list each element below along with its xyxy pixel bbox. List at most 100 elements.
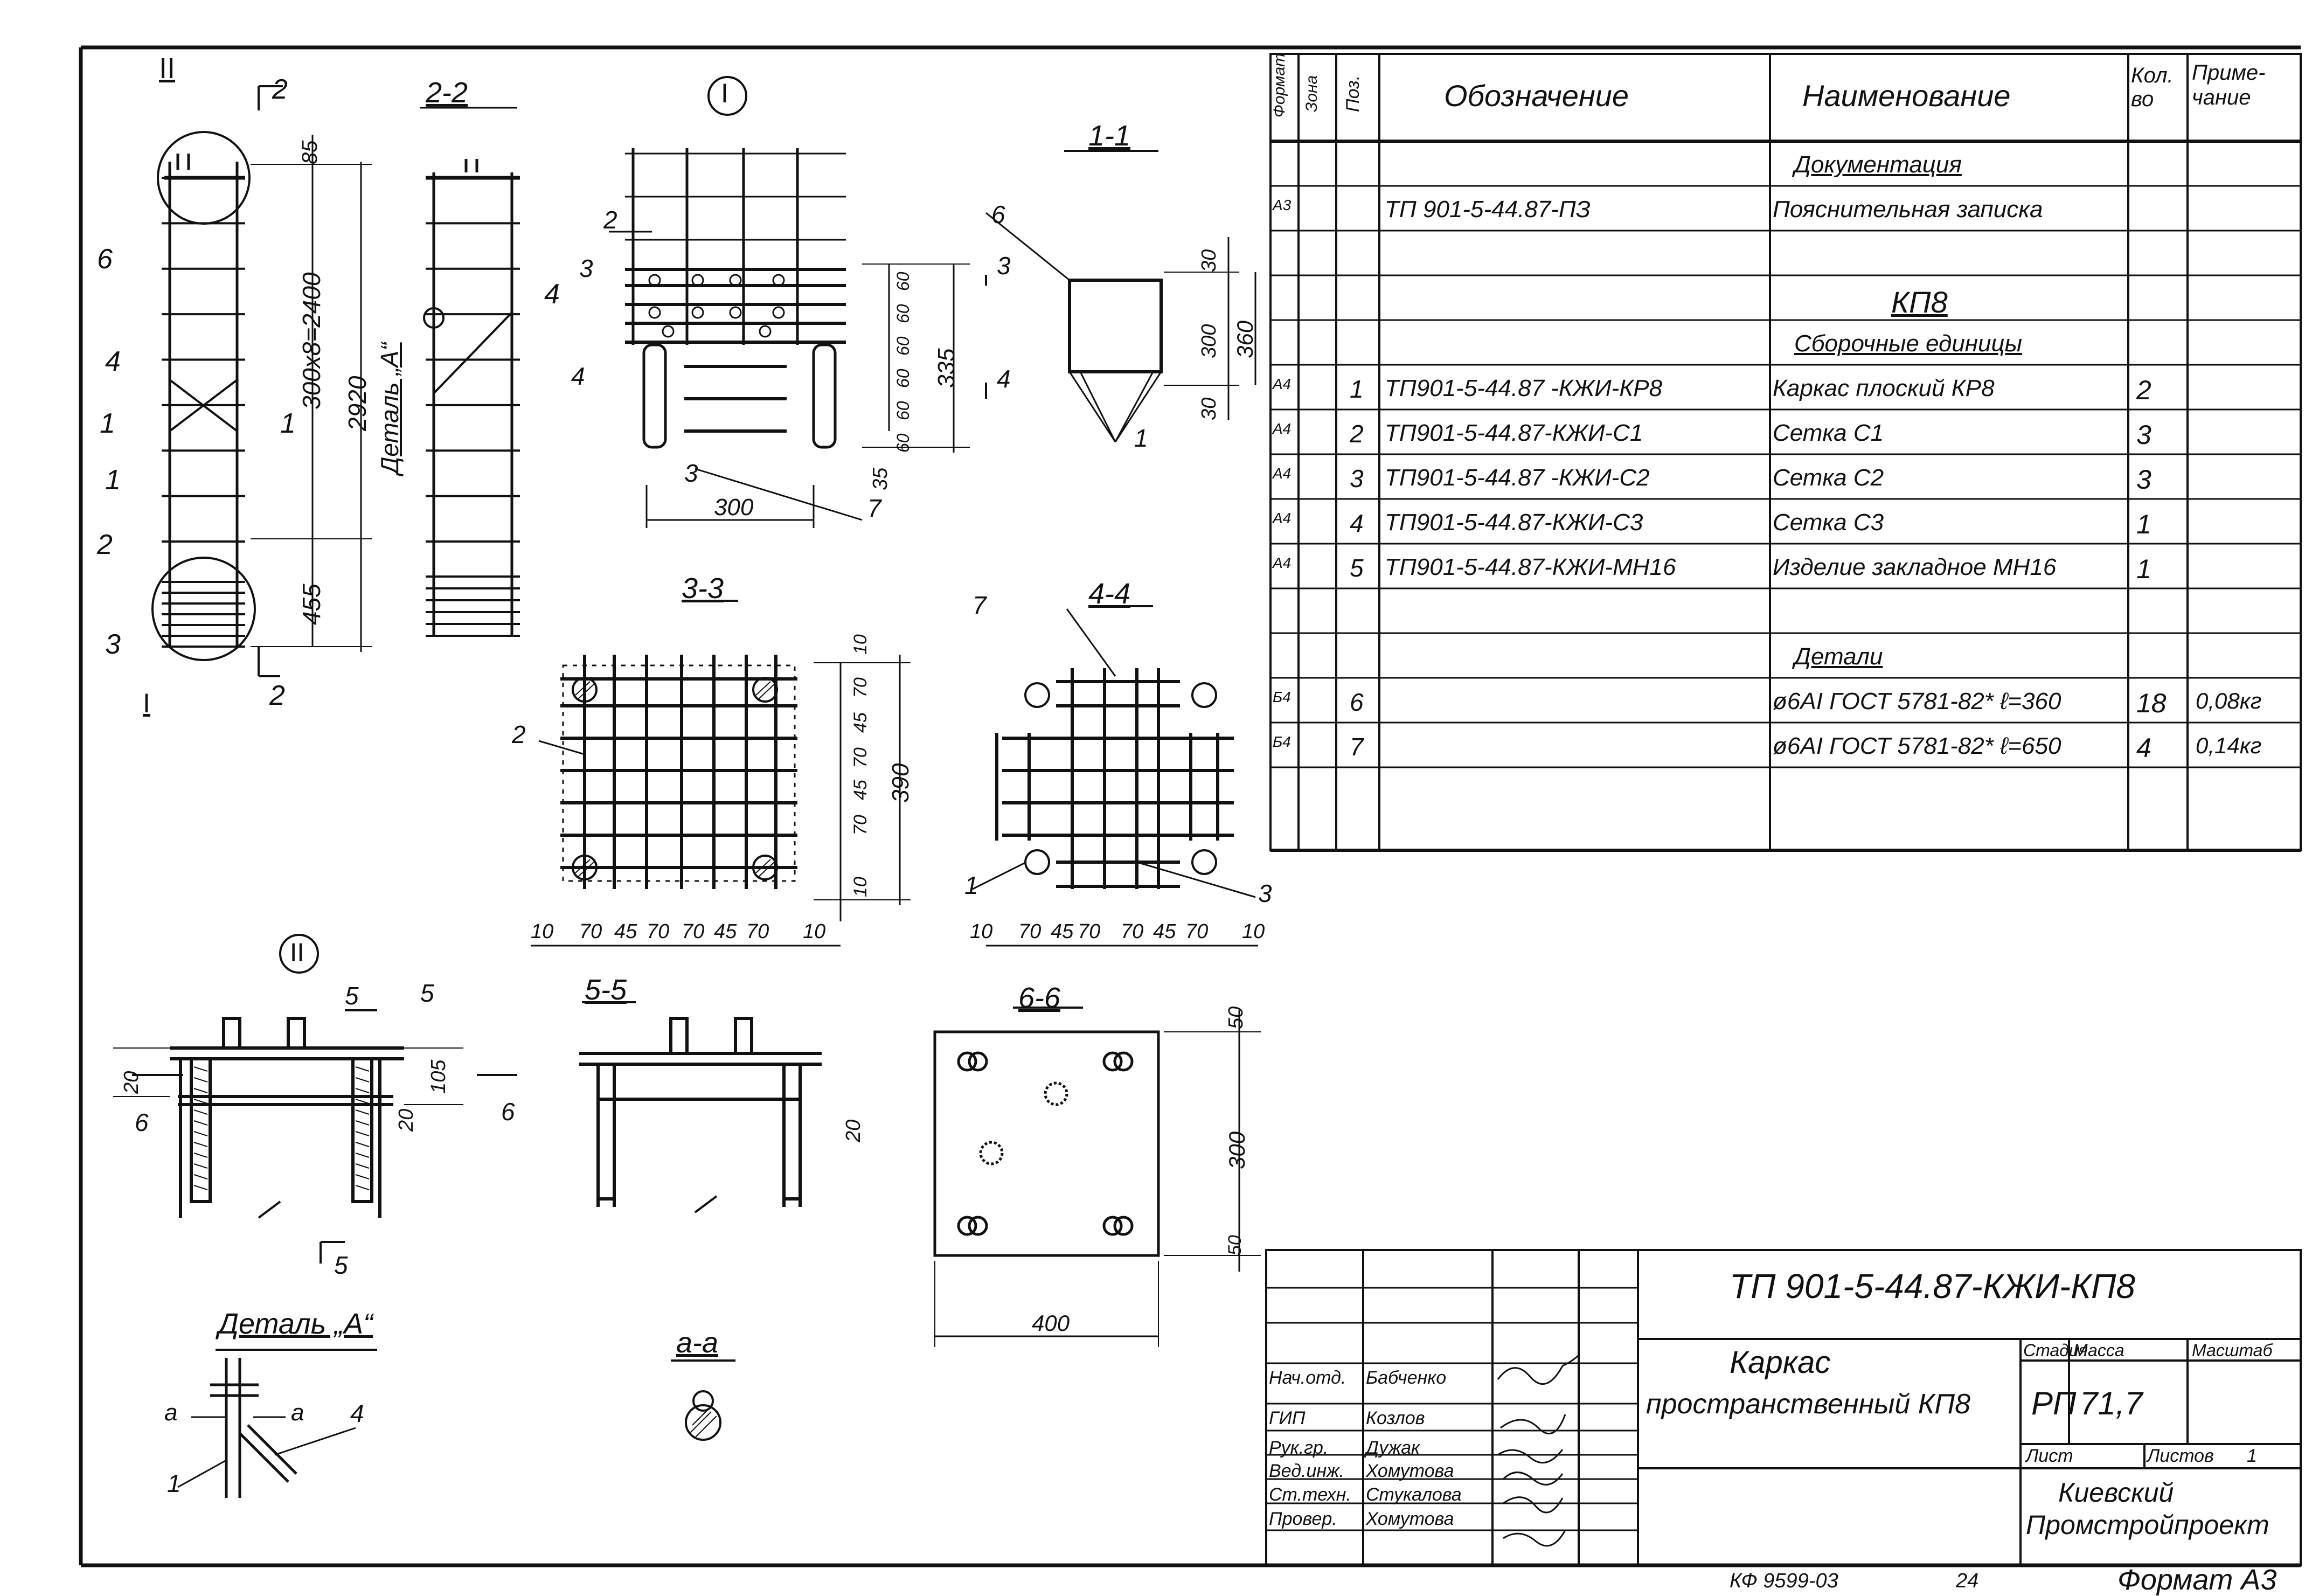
title-block-person: Дужак	[1366, 1438, 1420, 1458]
title-block-mass: 71,7	[2080, 1385, 2143, 1421]
spec-cell-name: КП8	[1891, 285, 1948, 319]
spec-cell-pos: 4	[1350, 509, 1364, 537]
spec-table-grid	[1269, 53, 2302, 852]
view-title-node-I: I	[721, 78, 728, 108]
spec-header-qty: Кол. во	[2131, 64, 2174, 111]
spec-cell-name: Документация	[1794, 151, 1962, 178]
mark-2-bottom: 2	[269, 680, 285, 711]
spec-cell-name: ø6AI ГОСТ 5781-82* ℓ=650	[1773, 733, 2061, 759]
dim-value: 70	[850, 815, 871, 835]
section-2-2-drawing	[420, 107, 520, 636]
title-block-scale-label: Масштаб	[2192, 1341, 2273, 1360]
view-title-1-1: 1-1	[1088, 120, 1131, 152]
mark-4-node-I: 4	[571, 362, 585, 390]
label-3-node-I: 3	[684, 459, 698, 487]
dim-value: 70	[682, 920, 705, 943]
detail-A-drawing	[177, 1349, 377, 1498]
label-2-elev: 2	[97, 529, 113, 560]
label-6-elev: 6	[97, 244, 113, 275]
spec-cell-name: Пояснительная записка	[1773, 196, 2043, 223]
spec-cell-name: Сетка С1	[1773, 420, 1884, 446]
label-5-node-II: 5	[420, 979, 434, 1007]
title-block-row-lines	[1266, 1287, 1638, 1531]
dim-50-bottom: 50	[1225, 1235, 1245, 1255]
spec-header-note: Приме- чание	[2192, 61, 2266, 109]
dim-20-left: 20	[120, 1071, 143, 1094]
title-block-person: Хомутова	[1366, 1461, 1454, 1481]
title-block-role: Нач.отд.	[1269, 1368, 1346, 1388]
title-block-role: Провер.	[1269, 1509, 1337, 1529]
spec-cell-format: A4	[1273, 510, 1292, 526]
dim-value: 10	[970, 920, 993, 943]
view-title-detail-A: Деталь „А“	[218, 1308, 373, 1340]
title-block-role: Рук.гр.	[1269, 1438, 1329, 1458]
mark-5-node-II: 5	[345, 982, 359, 1010]
node-I-bar-ends	[648, 274, 785, 338]
dim-value: 45	[714, 920, 737, 943]
dim-value: 60	[893, 369, 913, 388]
spec-cell-qty: 1	[2136, 509, 2151, 539]
mark-1-left: 1	[100, 408, 115, 439]
title-block-role: ГИП	[1269, 1408, 1306, 1428]
signature-scribbles	[1497, 1354, 1580, 1547]
section-6-6-drawing	[933, 1007, 1261, 1347]
view-node-II-ref: II	[159, 52, 176, 85]
view-title-a-a: а-а	[676, 1327, 719, 1359]
title-block-sheet-label: Лист	[2026, 1446, 2073, 1466]
spec-cell-pos: 6	[1350, 688, 1364, 716]
dim-value: 60	[893, 304, 913, 323]
title-block-sheets: 1	[2247, 1446, 2257, 1466]
dim-35: 35	[869, 467, 892, 490]
spec-header-zone: Зона	[1303, 75, 1321, 112]
view-title-3-3: 3-3	[682, 572, 724, 605]
node-I-bar-end	[648, 274, 661, 287]
title-block-org-1: Киевский	[2058, 1477, 2174, 1508]
spec-cell-format: A4	[1273, 465, 1292, 482]
spec-cell-pos: 2	[1350, 420, 1364, 448]
dim-20-right: 20	[395, 1108, 418, 1132]
dim-value: 70	[1185, 920, 1209, 943]
spec-cell-name: Изделие закладное МН16	[1773, 554, 2057, 580]
dim-30-top: 30	[1198, 249, 1220, 272]
dim-value: 70	[579, 920, 602, 943]
section-5-5-drawing	[579, 1001, 822, 1213]
spec-row-lines	[1270, 185, 2301, 768]
dim-value: 60	[893, 401, 913, 420]
spec-cell-name: Сетка С3	[1773, 509, 1884, 536]
label-4-elev: 4	[105, 346, 121, 377]
spec-cell-name: Каркас плоский КР8	[1773, 375, 1995, 401]
dim-2920: 2920	[343, 376, 371, 431]
view-title-6-6: 6-6	[1018, 982, 1061, 1014]
label-3-elev: 3	[105, 629, 121, 660]
section-3-3-hatches	[575, 681, 775, 878]
spec-cell-name: ø6AI ГОСТ 5781-82* ℓ=360	[1773, 688, 2061, 714]
spec-cell-format: A4	[1273, 376, 1292, 392]
dim-360: 360	[1232, 320, 1258, 358]
label-6-1-1: 6	[991, 200, 1005, 228]
title-block-title-2: пространственный КП8	[1646, 1389, 1970, 1420]
dim-value: 70	[850, 677, 871, 698]
dim-300-1-1: 300	[1198, 324, 1220, 358]
label-2-3-3: 2	[512, 720, 526, 748]
title-block-mass-label: Масса	[2073, 1341, 2124, 1360]
spec-cell-pos: 3	[1350, 464, 1364, 492]
dim-85: 85	[298, 140, 322, 165]
node-I-drawing	[609, 76, 970, 528]
mark-3-right: 3	[997, 252, 1011, 280]
dim-value: 10	[1242, 920, 1265, 943]
mark-6-right: 6	[501, 1098, 515, 1126]
mark-2-top: 2	[272, 74, 288, 105]
dim-value: 70	[1078, 920, 1101, 943]
dim-400: 400	[1032, 1310, 1070, 1336]
dim-value: 60	[893, 336, 913, 356]
label-4-2-2: 4	[544, 279, 560, 310]
spec-header-designation: Обозначение	[1444, 79, 1629, 113]
elevation-stirrups	[162, 177, 245, 648]
node-I-bar-end	[772, 306, 785, 319]
section-1-1-drawing	[985, 150, 1256, 442]
title-block-role: Вед.инж.	[1269, 1461, 1344, 1481]
node-II-drawing	[113, 934, 517, 1264]
node-I-bar-end	[691, 306, 704, 319]
